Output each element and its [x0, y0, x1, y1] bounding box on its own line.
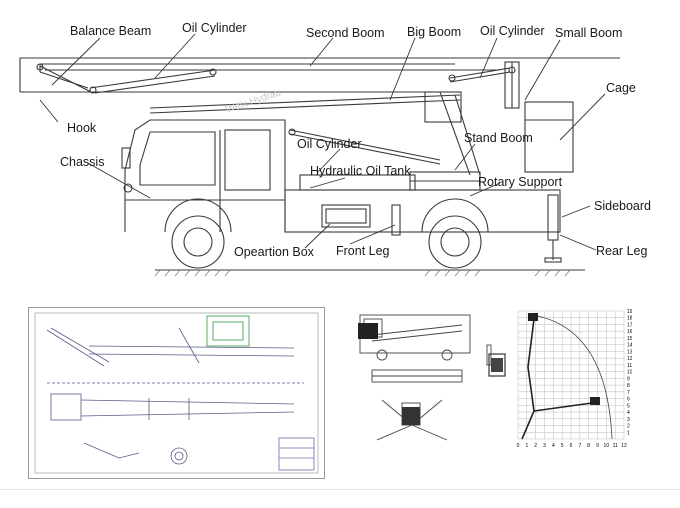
y-tick-label: 1: [627, 430, 630, 436]
x-tick-label: 4: [552, 443, 555, 449]
y-tick-label: 15: [627, 336, 632, 342]
y-tick-label: 11: [627, 363, 632, 369]
boom-silhouette: [521, 318, 593, 440]
label-oil-cylinder-right: Oil Cylinder: [480, 24, 545, 38]
label-sideboard: Sideboard: [594, 199, 651, 213]
x-tick-label: 9: [596, 443, 599, 449]
label-rotary-support: Rotary Support: [478, 175, 563, 189]
x-tick-label: 0: [517, 443, 520, 449]
label-balance-beam: Balance Beam: [70, 24, 152, 38]
label-chassis: Chassis: [60, 155, 105, 169]
y-tick-label: 12: [627, 356, 632, 362]
y-tick-label: 14: [627, 343, 632, 349]
x-tick-label: 1: [525, 443, 528, 449]
label-front-leg: Front Leg: [336, 244, 390, 258]
stowed-and-outrigger-drawings: [358, 314, 492, 441]
y-tick-label: 9: [627, 376, 630, 382]
y-tick-label: 5: [627, 403, 630, 409]
x-tick-label: 2: [534, 443, 537, 449]
y-tick-label: 16: [627, 329, 632, 335]
y-tick-label: 13: [627, 349, 632, 355]
y-tick-label: 8: [627, 383, 630, 389]
x-tick-label: 12: [621, 443, 627, 449]
cage-top: [528, 313, 538, 321]
y-tick-label: 19: [627, 309, 632, 315]
y-tick-label: 7: [627, 390, 630, 396]
label-small-boom: Small Boom: [555, 26, 623, 40]
y-tick-label: 6: [627, 397, 630, 403]
y-tick-label: 18: [627, 316, 632, 322]
cage-detail-icon: [488, 353, 506, 377]
label-hook: Hook: [67, 121, 97, 135]
technical-drawing-panel-left: [28, 307, 325, 479]
y-tick-label: 17: [627, 322, 632, 328]
x-tick-label: 3: [543, 443, 546, 449]
label-oil-cylinder-top: Oil Cylinder: [182, 21, 247, 35]
y-tick-label: 2: [627, 424, 630, 430]
x-tick-label: 7: [578, 443, 581, 449]
y-tick-label: 4: [627, 410, 630, 416]
y-tick-label: 3: [627, 417, 630, 423]
x-tick-label: 8: [587, 443, 590, 449]
label-rear-leg: Rear Leg: [596, 244, 648, 258]
label-operation-box: Opeartion Box: [234, 245, 314, 259]
label-big-boom: Big Boom: [407, 25, 462, 39]
label-hydraulic-oil-tank: Hydraulic Oil Tank: [310, 164, 411, 178]
y-tick-label: 10: [627, 370, 632, 376]
label-oil-cylinder-mid: Oil Cylinder: [297, 137, 362, 151]
label-second-boom: Second Boom: [306, 26, 385, 40]
truck-main-drawing: [19, 33, 620, 277]
label-stand-boom: Stand Boom: [464, 131, 533, 145]
x-tick-label: 5: [561, 443, 564, 449]
label-cage: Cage: [606, 81, 636, 95]
bottom-divider: [0, 489, 680, 490]
boom-assembly-drawing: [34, 312, 319, 474]
reach-envelope-arc: [531, 314, 613, 440]
cage-extended: [590, 397, 600, 405]
x-tick-label: 11: [613, 443, 618, 449]
x-tick-label: 10: [604, 443, 610, 449]
x-tick-label: 6: [570, 443, 573, 449]
